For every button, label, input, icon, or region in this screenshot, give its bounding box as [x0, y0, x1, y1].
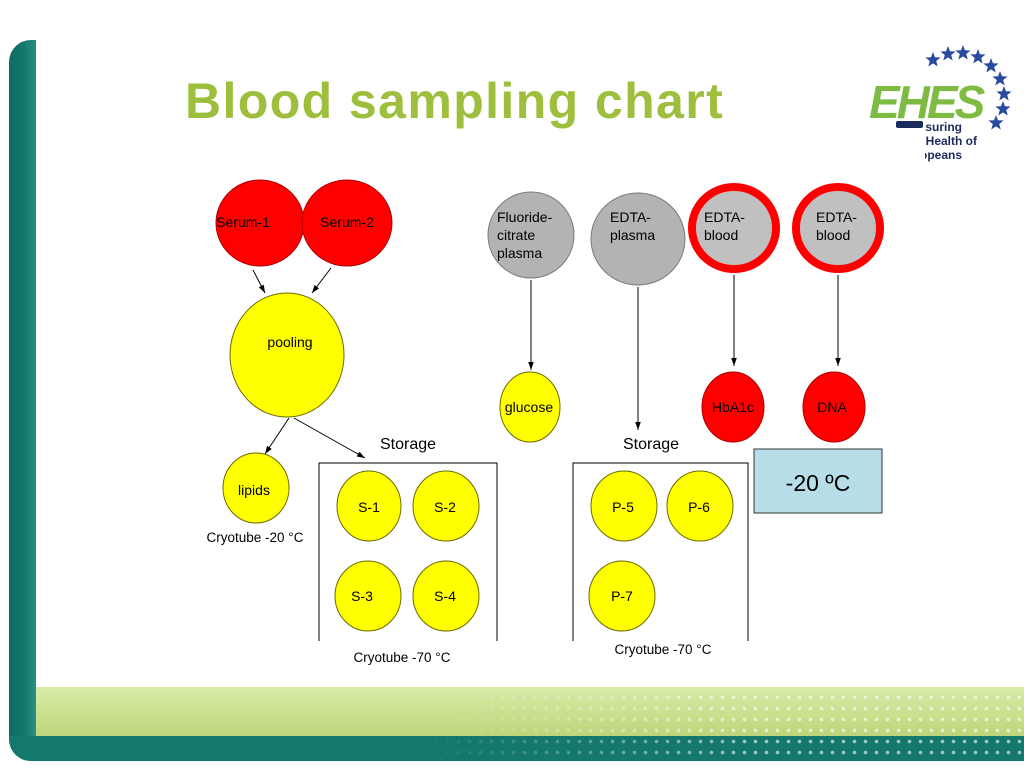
tube-s-4: S-4: [412, 560, 480, 632]
node-fluoride-citrate-plasma: Fluoride- citrate plasma: [487, 191, 575, 279]
lipids-circle: [222, 452, 290, 524]
star-icon: [995, 101, 1011, 116]
fluoride-citrate-plasma-label: plasma: [497, 245, 542, 261]
glucose-label: glucose: [505, 399, 553, 415]
left-accent-bar: [9, 40, 36, 761]
node-glucose: glucose: [499, 371, 561, 443]
logo-wordmark: EHES: [869, 76, 986, 128]
star-icon: [955, 45, 971, 60]
p-7-label: P-7: [611, 588, 633, 604]
logo-swoosh: [896, 121, 923, 128]
caption-serum-cryotube: Cryotube -70 °C: [354, 650, 451, 665]
tube-p-6: P-6: [666, 470, 734, 542]
node-lipids: lipids: [222, 452, 290, 524]
storage-label-serum: Storage: [380, 436, 436, 453]
s-4-circle: [412, 560, 480, 632]
star-icon: [992, 71, 1008, 86]
tube-s-1: S-1: [336, 470, 402, 542]
footer-dot-pattern: [420, 692, 1024, 761]
hba1c-label: HbA1c: [712, 399, 754, 415]
dna-label: DNA: [817, 399, 847, 415]
node-hba1c: HbA1c: [701, 371, 765, 443]
fluoride-citrate-plasma-label: citrate: [497, 227, 535, 243]
serum-2-label: Serum-2: [320, 214, 374, 230]
hba1c-circle: [701, 371, 765, 443]
p-5-label: P-5: [612, 499, 634, 515]
ehes-logo: EHES Measuring Health of Europeans: [869, 45, 1012, 162]
fluoride-citrate-plasma-circle: [487, 191, 575, 279]
caption-lipids-cryotube: Cryotube -20 °C: [207, 530, 304, 545]
node-pooling: pooling: [229, 292, 345, 418]
node-edta-blood-hba1c: EDTA- blood: [688, 183, 780, 273]
freezer-box-rect: [753, 448, 883, 514]
slide-title: Blood sampling chart: [185, 73, 725, 129]
freezer-box: -20 ºC: [753, 448, 883, 514]
edta-blood-label: EDTA-: [704, 209, 745, 225]
storage-box-serum: [318, 462, 498, 641]
edta-blood-label: blood: [816, 227, 850, 243]
s-1-circle: [336, 470, 402, 542]
arrow-pooling-to-storage: [293, 417, 366, 459]
tube-s-2: S-2: [412, 470, 480, 542]
s-4-label: S-4: [434, 588, 456, 604]
p-5-circle: [590, 470, 658, 542]
edta-plasma-circle: [590, 192, 686, 286]
freezer-label: -20 ºC: [786, 470, 851, 496]
star-icon: [925, 52, 941, 67]
p-7-circle: [588, 560, 656, 632]
caption-plasma-cryotube: Cryotube -70 °C: [615, 642, 712, 657]
s-3-circle: [334, 560, 402, 632]
edta-plasma-label: plasma: [610, 227, 655, 243]
fluoride-citrate-plasma-label: Fluoride-: [497, 209, 553, 225]
storage-box-plasma: [572, 462, 749, 641]
node-serum-1: Serum-1: [215, 179, 305, 267]
pooling-label: pooling: [267, 334, 312, 350]
logo-tagline-line: Health of: [926, 134, 978, 148]
s-1-label: S-1: [358, 499, 380, 515]
s-2-label: S-2: [434, 499, 456, 515]
edta-blood-circle: [792, 183, 884, 273]
logo-tagline: Measuring Health of Europeans: [900, 120, 978, 162]
p-6-circle: [666, 470, 734, 542]
arrow-pooling-to-lipids: [264, 417, 290, 455]
node-edta-plasma: EDTA- plasma: [590, 192, 686, 286]
arrow-serum-1-to-pooling: [252, 269, 266, 294]
lipids-label: lipids: [238, 482, 270, 498]
node-serum-2: Serum-2: [301, 179, 393, 267]
edta-blood-label: blood: [704, 227, 738, 243]
s-3-label: S-3: [351, 588, 373, 604]
tube-p-7: P-7: [588, 560, 656, 632]
serum-1-label: Serum-1: [216, 214, 270, 230]
edta-blood-label: EDTA-: [816, 209, 857, 225]
tube-p-5: P-5: [590, 470, 658, 542]
glucose-circle: [499, 371, 561, 443]
logo-tagline-line: Europeans: [900, 148, 962, 162]
node-edta-blood-dna: EDTA- blood: [792, 183, 884, 273]
p-6-label: P-6: [688, 499, 710, 515]
star-icon: [970, 49, 986, 64]
star-icon: [940, 46, 956, 61]
logo-tagline-line: Measuring: [902, 120, 962, 134]
serum-2-circle: [301, 179, 393, 267]
star-icon: [983, 58, 999, 73]
node-dna: DNA: [802, 371, 866, 443]
storage-label-plasma: Storage: [623, 436, 679, 453]
s-2-circle: [412, 470, 480, 542]
dna-circle: [802, 371, 866, 443]
star-icon: [988, 115, 1004, 130]
star-icon: [996, 86, 1012, 101]
edta-blood-circle: [688, 183, 780, 273]
arrow-serum-2-to-pooling: [311, 267, 332, 294]
edta-plasma-label: EDTA-: [610, 209, 651, 225]
pooling-circle: [229, 292, 345, 418]
tube-s-3: S-3: [334, 560, 402, 632]
